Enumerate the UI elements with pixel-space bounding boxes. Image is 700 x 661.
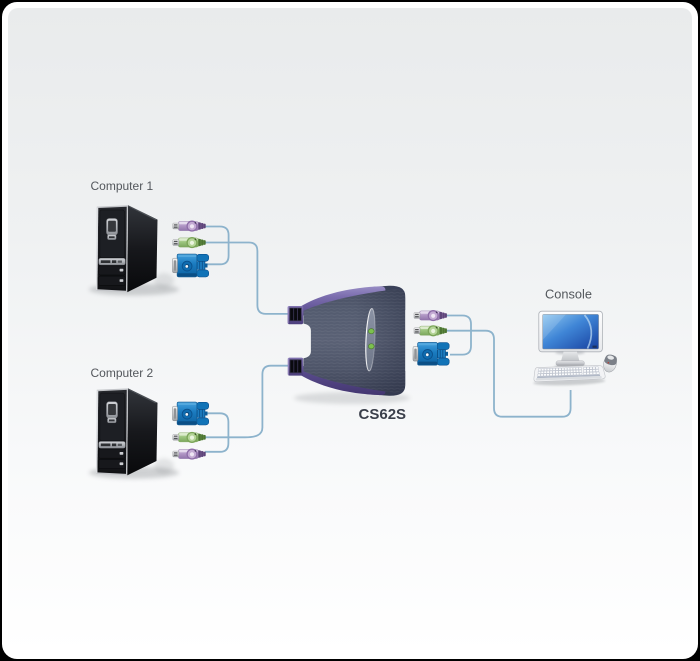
svg-text:Computer 1: Computer 1 xyxy=(91,179,154,193)
svg-text:Computer 2: Computer 2 xyxy=(91,366,154,380)
svg-text:CS62S: CS62S xyxy=(359,406,407,423)
svg-text:Console: Console xyxy=(545,287,592,302)
